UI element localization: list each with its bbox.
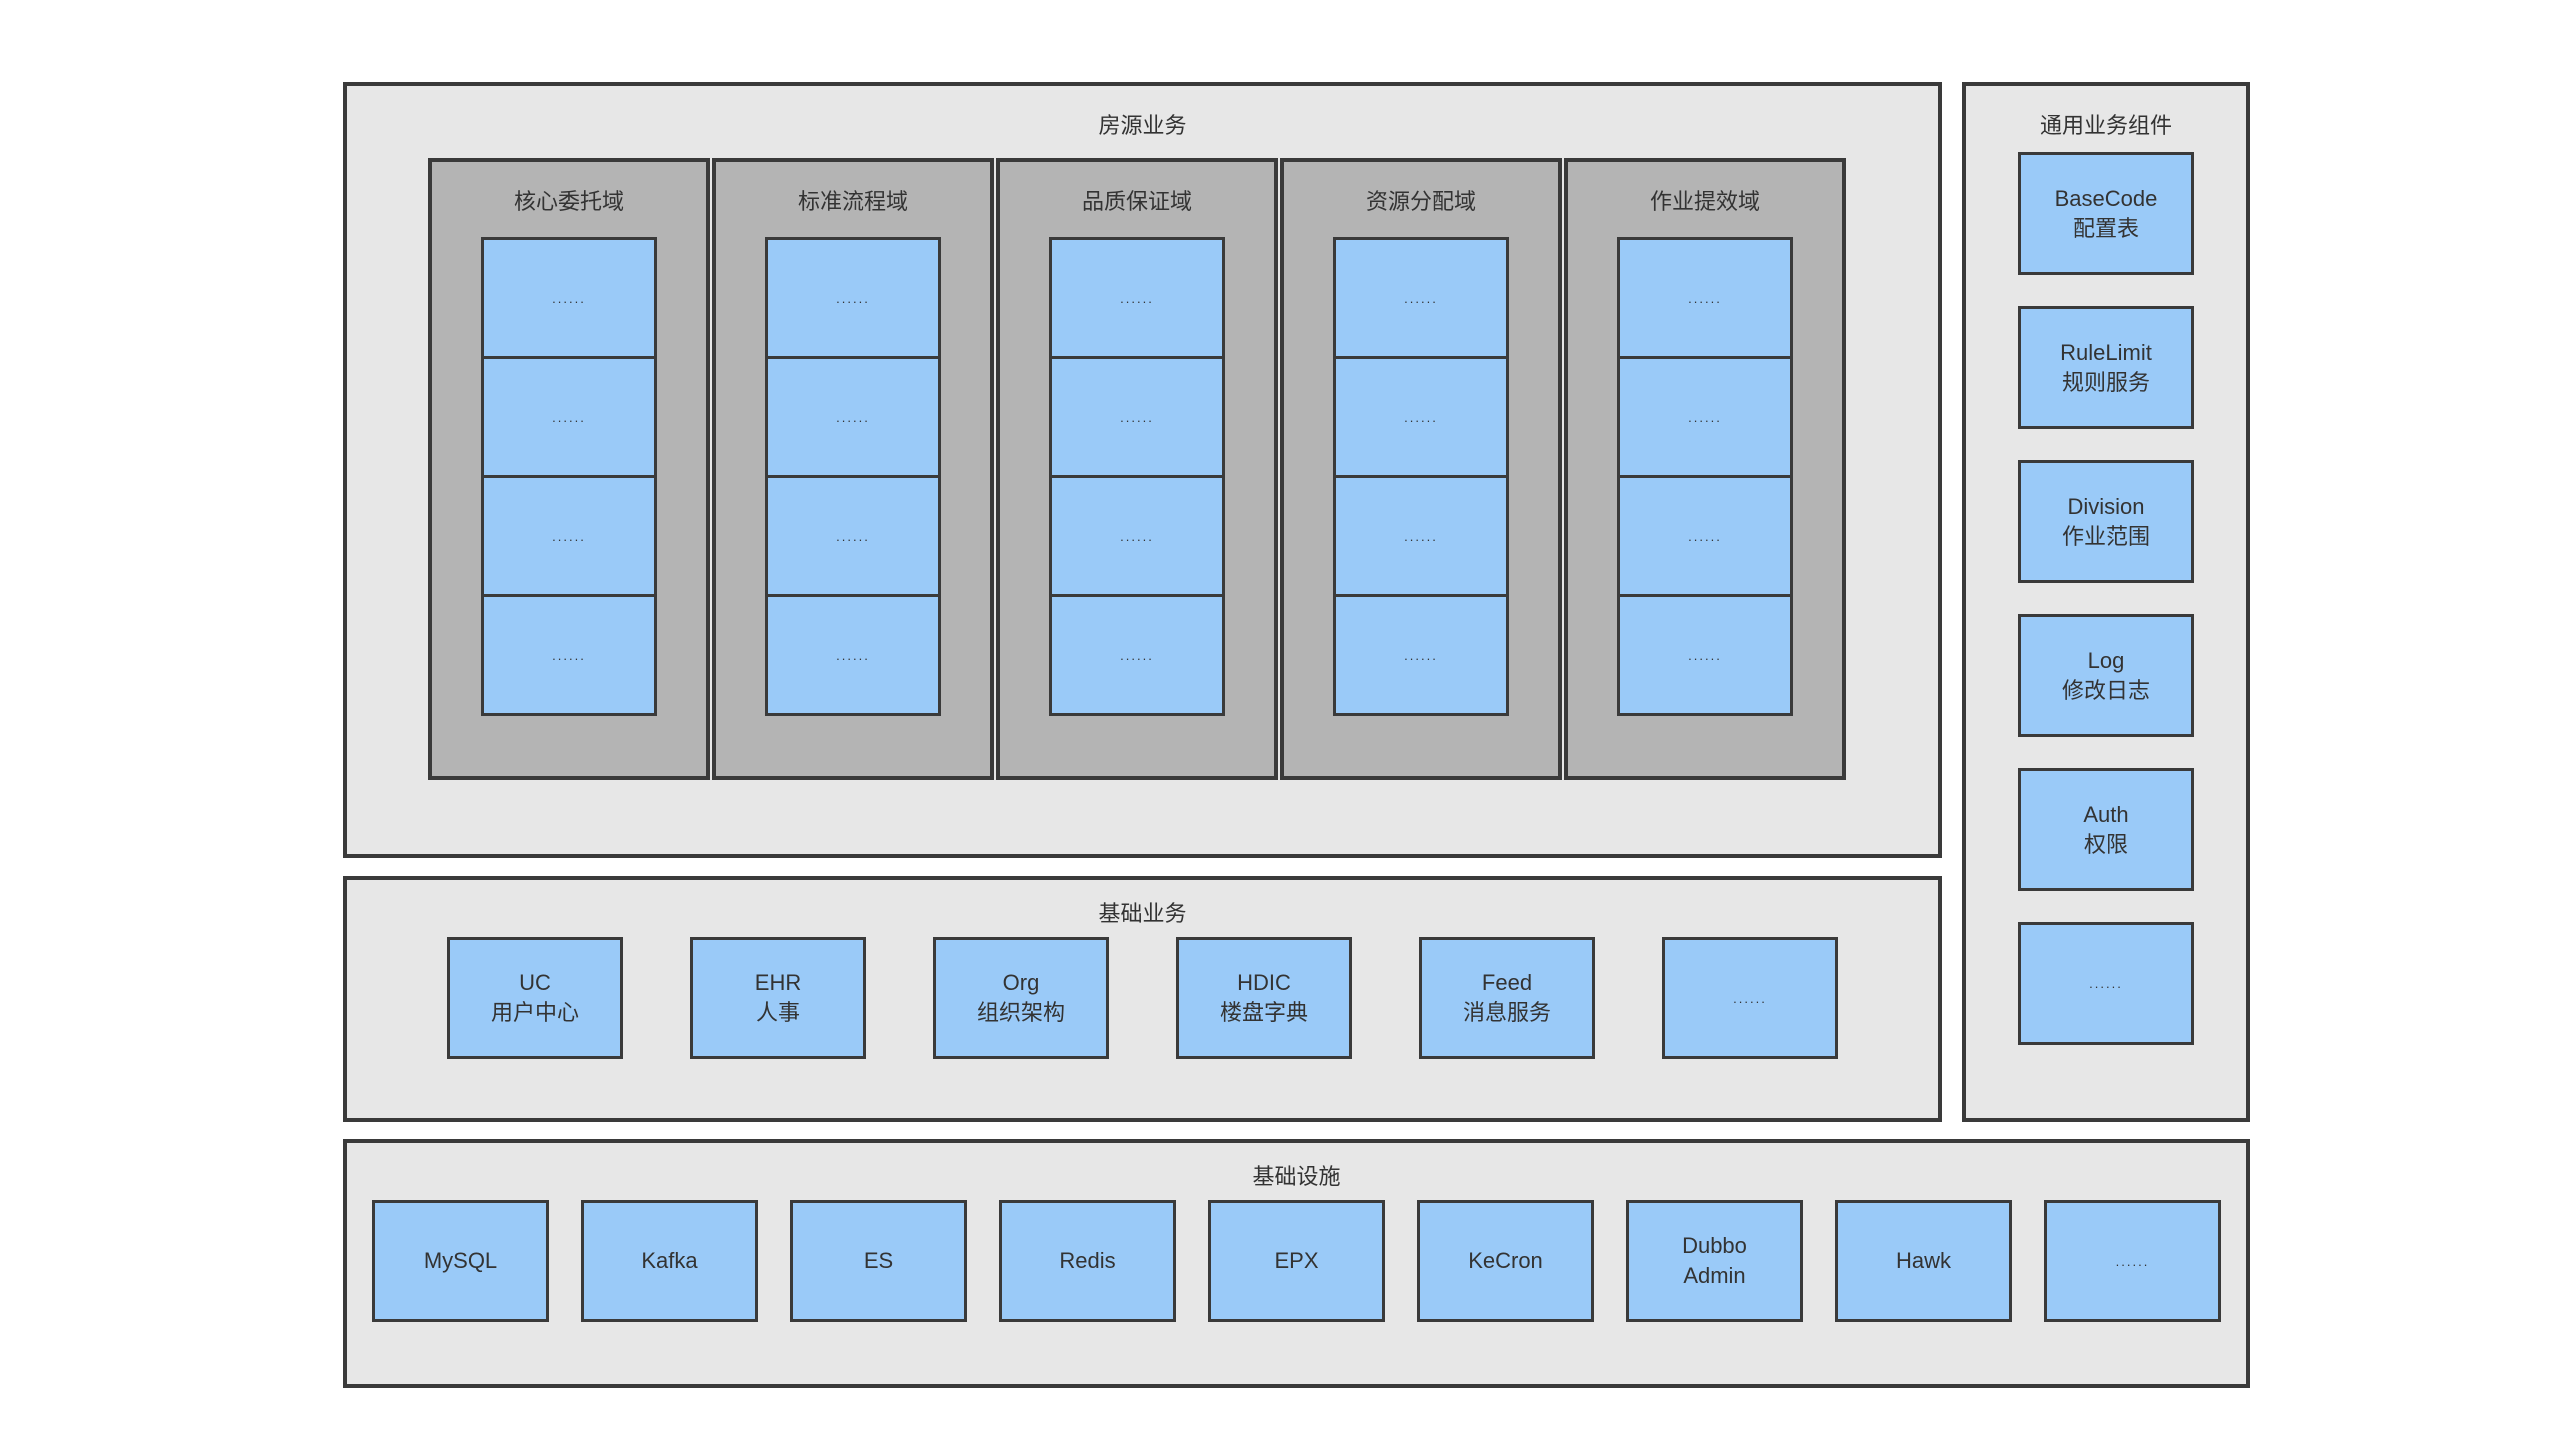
module-box-0-2: ...... — [481, 475, 657, 597]
infrastructure-section: 基础设施 MySQL Kafka ES Redis EPX KeCron Dubbo Adm… — [343, 1139, 2250, 1388]
module-box-infra-4: EPX — [1208, 1200, 1385, 1322]
module-box-2-0: ...... — [1049, 237, 1225, 359]
housing-business-section: 房源业务 核心委托域........................标准流程域.… — [343, 82, 1942, 858]
module-box-infra-1: Kafka — [581, 1200, 758, 1322]
module-box-2-2: ...... — [1049, 475, 1225, 597]
base-services-list: UC 用户中心 EHR 人事 Org 组织架构 HDIC 楼盘字典 Feed 消息服务.… — [347, 937, 1938, 1059]
module-box-common-1: RuleLimit 规则服务 — [2018, 306, 2194, 429]
domain-column-title-4: 作业提效域 — [1649, 189, 1760, 214]
module-box-base-3: HDIC 楼盘字典 — [1176, 937, 1352, 1059]
domain-column-4: 作业提效域........................ — [1564, 158, 1846, 780]
domain-column-title-3: 资源分配域 — [1365, 189, 1476, 214]
module-box-base-0: UC 用户中心 — [447, 937, 623, 1059]
domain-column-boxes-4: ........................ — [1568, 237, 1842, 716]
infrastructure-list: MySQL Kafka ES Redis EPX KeCron Dubbo Admin Haw… — [347, 1200, 2246, 1322]
module-box-4-2: ...... — [1617, 475, 1793, 597]
module-box-infra-0: MySQL — [372, 1200, 549, 1322]
base-business-section: 基础业务 UC 用户中心 EHR 人事 Org 组织架构 HDIC 楼盘字典 Feed … — [343, 876, 1942, 1122]
module-box-3-0: ...... — [1333, 237, 1509, 359]
domain-column-title-0: 核心委托域 — [513, 189, 624, 214]
module-box-infra-3: Redis — [999, 1200, 1176, 1322]
common-components-list: BaseCode 配置表 RuleLimit 规则服务 Division 作业范围 L… — [1966, 152, 2246, 1045]
module-box-0-3: ...... — [481, 594, 657, 716]
module-box-common-4: Auth 权限 — [2018, 768, 2194, 891]
domain-column-boxes-2: ........................ — [1000, 237, 1274, 716]
module-box-3-2: ...... — [1333, 475, 1509, 597]
module-box-4-3: ...... — [1617, 594, 1793, 716]
module-box-1-3: ...... — [765, 594, 941, 716]
domain-column-0: 核心委托域........................ — [428, 158, 710, 780]
module-box-4-1: ...... — [1617, 356, 1793, 478]
housing-domain-columns: 核心委托域........................标准流程域......… — [428, 158, 1846, 780]
module-box-base-4: Feed 消息服务 — [1419, 937, 1595, 1059]
domain-column-title-2: 品质保证域 — [1081, 189, 1192, 214]
module-box-2-1: ...... — [1049, 356, 1225, 478]
module-box-3-1: ...... — [1333, 356, 1509, 478]
module-box-common-2: Division 作业范围 — [2018, 460, 2194, 583]
module-box-1-1: ...... — [765, 356, 941, 478]
module-box-2-3: ...... — [1049, 594, 1225, 716]
module-box-infra-6: Dubbo Admin — [1626, 1200, 1803, 1322]
domain-column-3: 资源分配域........................ — [1280, 158, 1562, 780]
module-box-infra-7: Hawk — [1835, 1200, 2012, 1322]
domain-column-boxes-1: ........................ — [716, 237, 990, 716]
module-box-1-2: ...... — [765, 475, 941, 597]
domain-column-boxes-3: ........................ — [1284, 237, 1558, 716]
infra-section-title: 基础设施 — [1252, 1164, 1341, 1189]
module-box-common-0: BaseCode 配置表 — [2018, 152, 2194, 275]
module-box-0-0: ...... — [481, 237, 657, 359]
domain-column-1: 标准流程域........................ — [712, 158, 994, 780]
module-box-common-3: Log 修改日志 — [2018, 614, 2194, 737]
module-box-base-5: ...... — [1662, 937, 1838, 1059]
domain-column-2: 品质保证域........................ — [996, 158, 1278, 780]
module-box-common-5: ...... — [2018, 922, 2194, 1045]
module-box-base-2: Org 组织架构 — [933, 937, 1109, 1059]
common-components-section: 通用业务组件 BaseCode 配置表 RuleLimit 规则服务 Divisio… — [1962, 82, 2250, 1122]
housing-section-title: 房源业务 — [1098, 113, 1187, 138]
module-box-infra-8: ...... — [2044, 1200, 2221, 1322]
module-box-base-1: EHR 人事 — [690, 937, 866, 1059]
module-box-1-0: ...... — [765, 237, 941, 359]
module-box-0-1: ...... — [481, 356, 657, 478]
common-section-title: 通用业务组件 — [2039, 113, 2172, 138]
module-box-3-3: ...... — [1333, 594, 1509, 716]
module-box-infra-2: ES — [790, 1200, 967, 1322]
base-section-title: 基础业务 — [1098, 901, 1187, 926]
module-box-infra-5: KeCron — [1417, 1200, 1594, 1322]
domain-column-title-1: 标准流程域 — [797, 189, 908, 214]
module-box-4-0: ...... — [1617, 237, 1793, 359]
domain-column-boxes-0: ........................ — [432, 237, 706, 716]
